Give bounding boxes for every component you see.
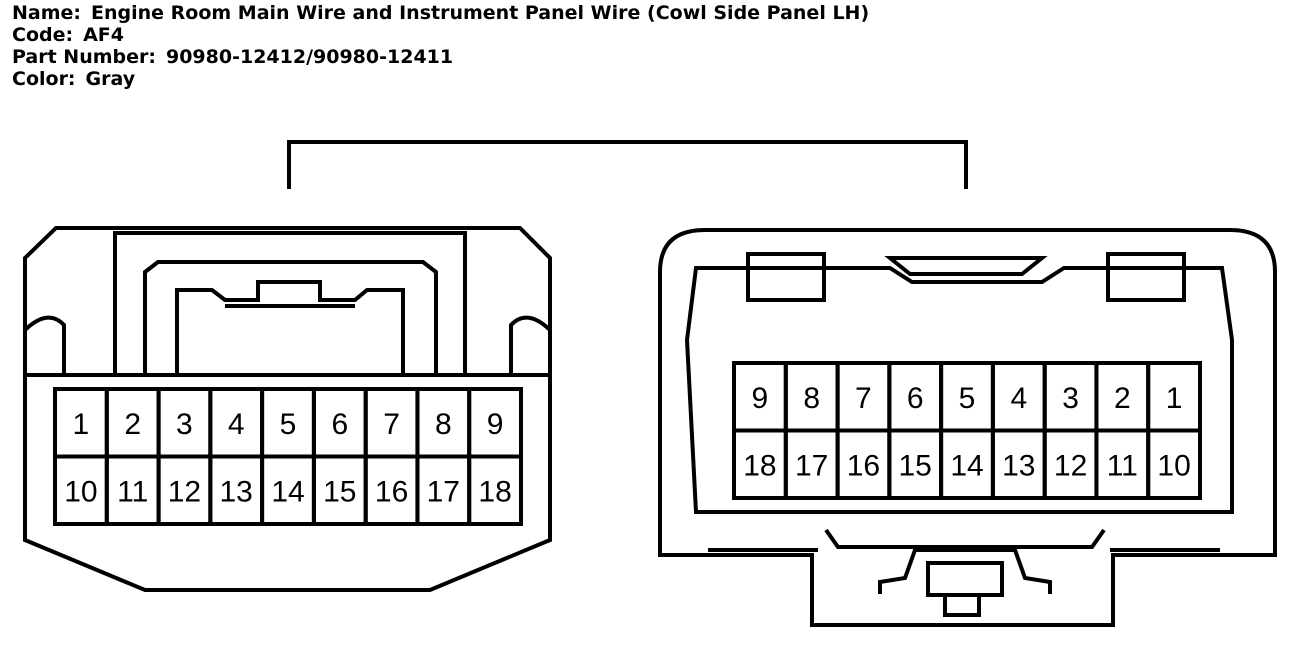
left-pin-number: 17 <box>427 475 460 508</box>
right-pin-number: 3 <box>1062 382 1079 415</box>
left-connector-outline <box>23 226 552 592</box>
left-pin-number: 16 <box>375 475 408 508</box>
left-pin-number: 1 <box>73 408 90 441</box>
right-pin-number: 12 <box>1054 449 1087 482</box>
name-value: Engine Room Main Wire and Instrument Pan… <box>91 2 870 24</box>
right-connector-latch-slot-right <box>1106 252 1186 302</box>
connector-info: Name: Engine Room Main Wire and Instrumen… <box>12 2 869 90</box>
color-label: Color: <box>12 68 76 90</box>
right-pin-number: 14 <box>950 449 983 482</box>
right-pin-number: 17 <box>795 449 828 482</box>
left-pin-number: 13 <box>220 475 253 508</box>
right-connector-release-tab <box>926 561 1004 597</box>
left-pin-number: 11 <box>117 475 148 508</box>
part-number-row: Part Number: 90980-12412/90980-12411 <box>12 46 869 68</box>
left-pin-number: 2 <box>124 408 141 441</box>
code-row: Code: AF4 <box>12 24 869 46</box>
right-pin-number: 8 <box>803 382 820 415</box>
left-pin-number: 4 <box>228 408 245 441</box>
right-connector-release-hook <box>878 548 1052 594</box>
right-pin-number: 10 <box>1157 449 1190 482</box>
left-pin-number: 15 <box>323 475 356 508</box>
left-pin-number: 6 <box>331 408 348 441</box>
right-pin-number: 9 <box>752 382 769 415</box>
right-pin-number: 5 <box>959 382 976 415</box>
right-pin-number: 18 <box>743 449 776 482</box>
right-pin-number: 6 <box>907 382 924 415</box>
right-connector-release-button <box>943 593 981 617</box>
right-pin-number: 1 <box>1166 382 1183 415</box>
right-pin-number: 7 <box>855 382 872 415</box>
code-label: Code: <box>12 24 74 46</box>
left-pin-number: 8 <box>435 408 452 441</box>
left-pin-number: 9 <box>487 408 504 441</box>
right-connector-lower-guide <box>824 528 1106 549</box>
left-connector-lock-inner <box>143 260 438 375</box>
part-number-label: Part Number: <box>12 46 156 68</box>
name-row: Name: Engine Room Main Wire and Instrumen… <box>12 2 869 24</box>
right-pin-number: 15 <box>899 449 932 482</box>
left-pin-number: 7 <box>383 408 400 441</box>
right-pin-number: 4 <box>1010 382 1027 415</box>
left-pin-number: 14 <box>271 475 304 508</box>
left-pin-cell <box>467 454 524 526</box>
left-pin-number: 5 <box>280 408 297 441</box>
right-pin-number: 16 <box>847 449 880 482</box>
right-connector: 9 8 7 6 5 4 3 2 1 18 17 16 15 14 13 12 11 10 <box>658 228 1277 627</box>
left-connector-side-notch-left <box>23 315 66 375</box>
right-connector-latch-slot-left <box>746 252 826 302</box>
left-connector-lock-frame <box>113 231 467 375</box>
right-pin-cell <box>1146 428 1202 500</box>
code-value: AF4 <box>83 24 124 46</box>
left-connector-side-notch-right <box>509 315 552 375</box>
right-connector-top-key <box>884 256 1048 276</box>
color-value: Gray <box>85 68 136 90</box>
left-pin-number: 10 <box>64 475 97 508</box>
right-connector-outline <box>658 228 1277 627</box>
left-connector-lock-tab <box>175 280 405 375</box>
left-pin-number: 18 <box>478 475 511 508</box>
part-number-value: 90980-12412/90980-12411 <box>165 46 454 68</box>
left-pin-number: 3 <box>176 408 193 441</box>
left-pin-number: 12 <box>168 475 201 508</box>
name-label: Name: <box>12 2 82 24</box>
pairing-bracket <box>287 140 968 189</box>
right-pin-number: 2 <box>1114 382 1131 415</box>
color-row: Color: Gray <box>12 68 869 90</box>
right-pin-number: 13 <box>1002 449 1035 482</box>
right-pin-number: 11 <box>1107 449 1138 482</box>
